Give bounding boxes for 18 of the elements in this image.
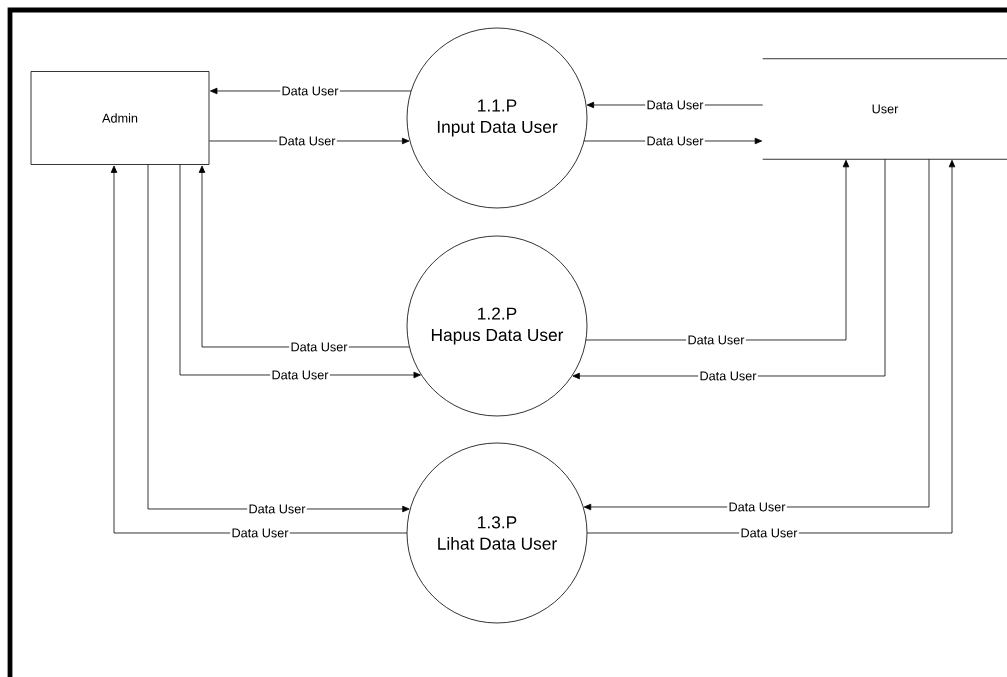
entity-box: Admin xyxy=(30,71,210,165)
edge-label: Data User xyxy=(277,135,337,147)
edge-label: Data User xyxy=(698,370,758,382)
edge-label: Data User xyxy=(270,369,330,381)
arrow xyxy=(572,158,886,380)
data-store: User xyxy=(762,58,1007,160)
edge-label: Data User xyxy=(686,334,746,346)
edge-label: Data User xyxy=(727,501,787,513)
edge-label: Data User xyxy=(645,99,705,111)
edge-label: Data User xyxy=(280,85,340,97)
edge-label: Data User xyxy=(739,527,799,539)
edge-label: Data User xyxy=(645,135,705,147)
arrow xyxy=(585,159,850,341)
edge-label: Data User xyxy=(289,341,349,353)
edge-label: Data User xyxy=(230,527,290,539)
edge-label: Data User xyxy=(247,503,307,515)
arrow xyxy=(147,164,410,513)
arrow xyxy=(110,165,408,534)
